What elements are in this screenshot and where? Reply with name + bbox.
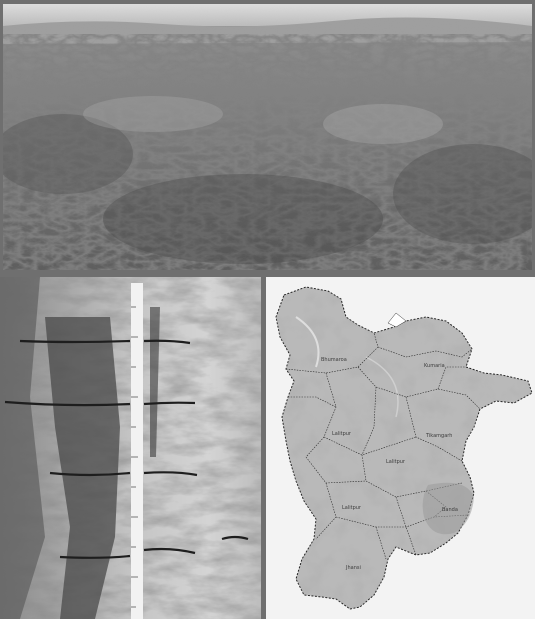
- district-map-panel: Bhumaroa Kumaria Lalitpur Tikamgarh Lali…: [266, 277, 535, 619]
- map-label-lalitpur-3: Lalitpur: [342, 505, 362, 511]
- horizon-boundary-lines: [4, 339, 249, 559]
- district-labels: Bhumaroa Kumaria Lalitpur Tikamgarh Lali…: [321, 357, 458, 571]
- landscape-photo: [3, 4, 532, 270]
- map-label-kumaria: Kumaria: [424, 363, 445, 369]
- soil-profile-photo-panel: [0, 277, 261, 619]
- map-label-lalitpur-1: Lalitpur: [332, 431, 352, 437]
- soil-profile-photo: [0, 277, 261, 619]
- map-label-jhansi: Jhansi: [345, 565, 361, 571]
- landscape-photo-panel: [3, 4, 532, 270]
- map-label-tikamgarh: Tikamgarh: [425, 433, 452, 439]
- map-label-banda: Banda: [442, 507, 458, 513]
- map-label-lalitpur-2: Lalitpur: [386, 459, 406, 465]
- region-outline: [275, 286, 533, 610]
- district-boundaries: [285, 332, 481, 560]
- map-label-bhumaroa: Bhumaroa: [321, 357, 347, 363]
- district-map: Bhumaroa Kumaria Lalitpur Tikamgarh Lali…: [266, 277, 535, 619]
